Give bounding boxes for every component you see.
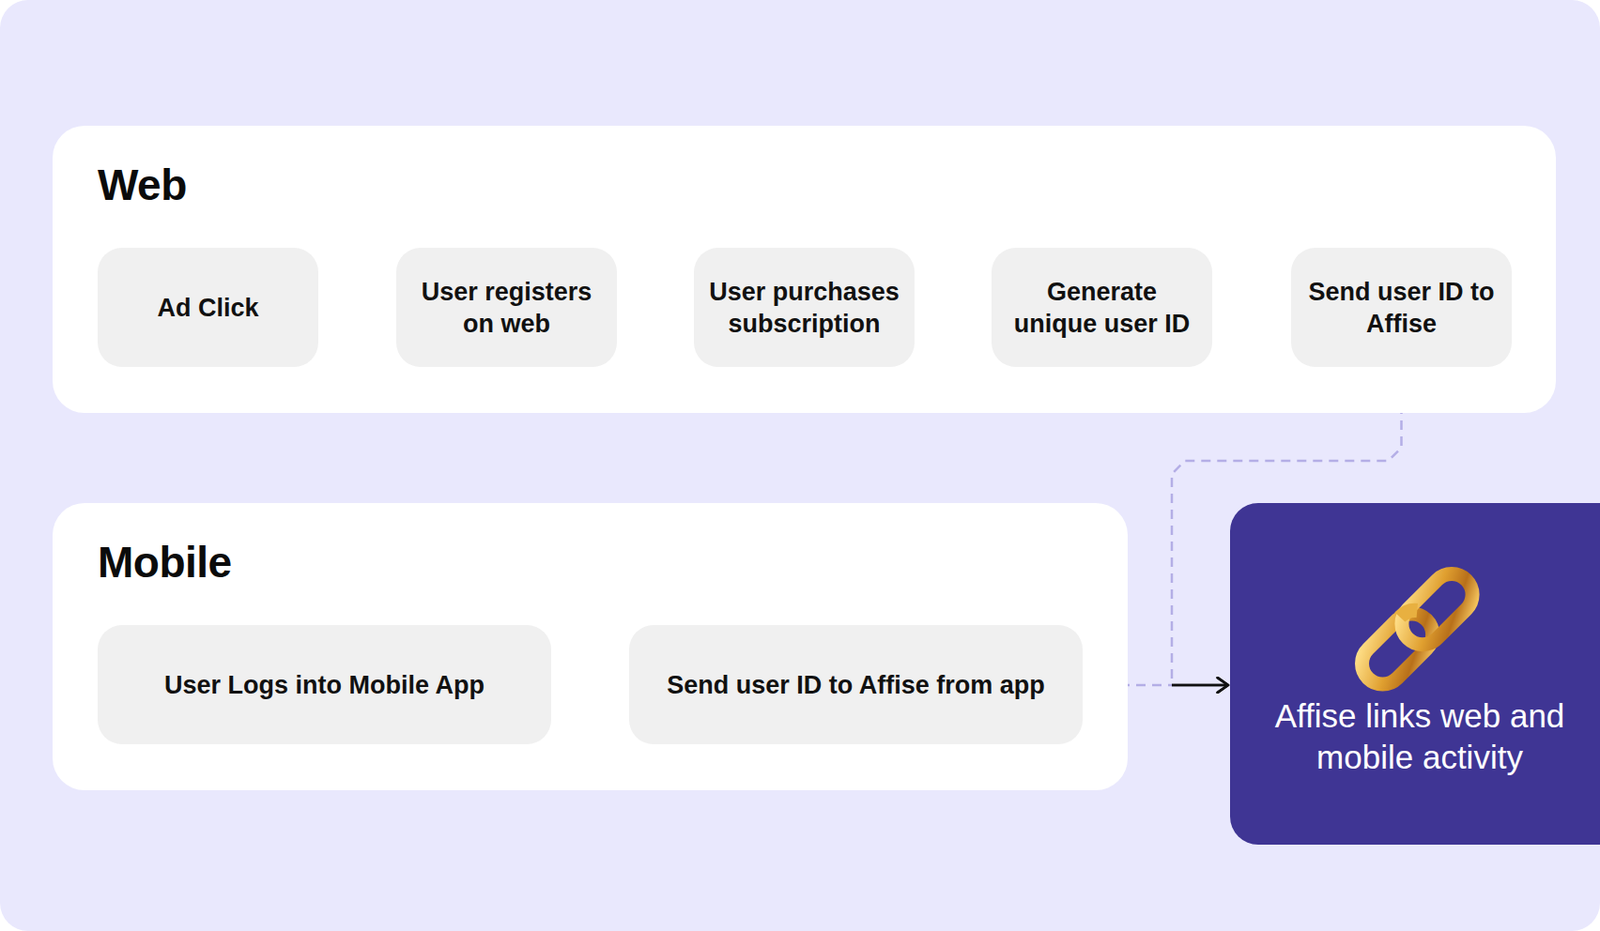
process-box: User purchases subscription bbox=[693, 247, 915, 368]
group-panel: MobileUser Logs into Mobile App Send user… bbox=[52, 503, 1128, 791]
box-label: Send user ID to Affise from app bbox=[666, 669, 1046, 702]
process-box: Send user ID to Affise from app bbox=[629, 625, 1083, 745]
box-label: User purchases subscription bbox=[707, 276, 902, 340]
box-label: Send user ID to Affise bbox=[1304, 276, 1499, 340]
panel-title: Web bbox=[97, 159, 187, 211]
box-label: User registers on web bbox=[409, 276, 604, 340]
process-box: Send user ID to Affise bbox=[1291, 247, 1512, 368]
box-label: User Logs into Mobile App bbox=[164, 669, 485, 702]
group-panel: Web Ad Click User registers on web User pur… bbox=[52, 125, 1556, 414]
result-box: Affise links web and mobile activity bbox=[1230, 503, 1600, 846]
chain-icon bbox=[1333, 550, 1503, 710]
arrow-line bbox=[1171, 684, 1229, 687]
process-box: Generate unique user ID bbox=[991, 247, 1213, 368]
process-box: Ad Click bbox=[97, 247, 319, 368]
arrow-line bbox=[1171, 684, 1229, 687]
process-box: User registers on web bbox=[396, 247, 617, 368]
box-label: Generate unique user ID bbox=[1004, 276, 1200, 340]
process-box: User Logs into Mobile App bbox=[97, 625, 552, 745]
box-label: Ad Click bbox=[156, 292, 259, 324]
panel-title: Mobile bbox=[97, 537, 232, 588]
box-label: Affise links web and mobile activity bbox=[1248, 695, 1591, 779]
